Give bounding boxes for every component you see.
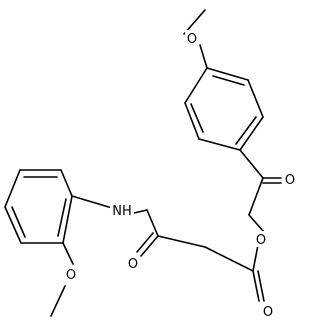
anisidine-ring [4,169,73,244]
chemical-structure-diagram: O O O O O O NH [4,9,297,320]
atom-bg [283,171,297,187]
oxygen-atom-label: O [263,305,273,320]
atom-bg [254,231,268,247]
atom-bg [261,303,275,319]
left-methoxy-bonds [50,242,74,317]
oxygen-atom-label: O [128,257,138,272]
ester-chain-bonds [157,235,265,302]
atom-bg [110,202,134,218]
amide-bonds [71,195,159,257]
oxygen-atom-label: O [187,32,197,47]
atom-bg [64,266,78,282]
oxygen-atom-label: O [285,173,295,188]
oxygen-atom-label: O [66,268,76,283]
oxygen-atom-label: O [256,233,266,248]
methoxyphenyl-ring [184,67,264,151]
atom-bg [185,30,199,46]
nitrogen-atom-label: NH [112,204,132,219]
atom-bg [126,255,140,271]
ketone-linker-bonds [239,149,282,233]
